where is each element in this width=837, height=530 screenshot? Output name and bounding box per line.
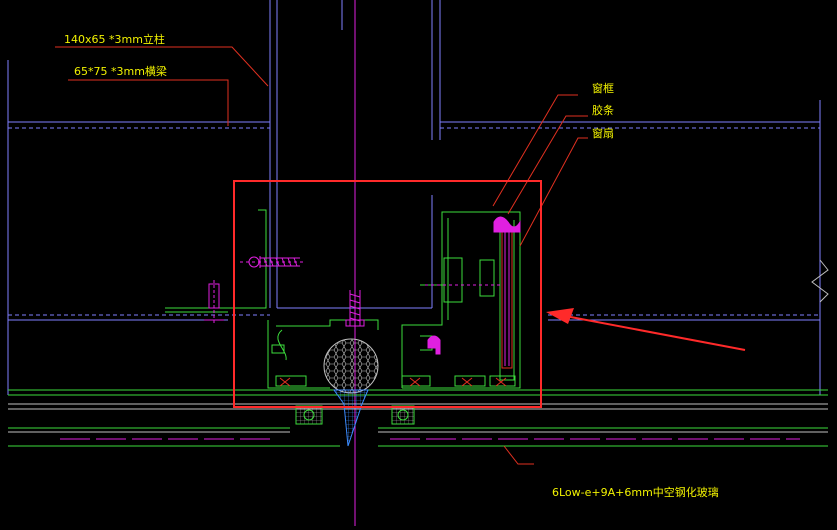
leader-lines — [55, 46, 588, 465]
pointer-arrow — [546, 308, 746, 351]
label-window-frame: 窗框 — [592, 82, 614, 95]
backer-rod — [295, 338, 415, 447]
break-line — [811, 259, 829, 303]
label-glass-spec: 6Low-e+9A+6mm中空钢化玻璃 — [552, 486, 719, 499]
slab-lines — [8, 389, 828, 447]
structure-lines — [7, 0, 821, 526]
label-mullion-spec: 140x65 *3mm立柱 — [64, 33, 165, 46]
glass-pane — [501, 229, 513, 369]
highlight-box — [233, 180, 542, 408]
gaskets — [427, 216, 521, 355]
label-gasket: 胶条 — [592, 104, 614, 117]
screws — [204, 256, 500, 327]
label-transom-spec: 65*75 *3mm横梁 — [74, 65, 167, 78]
label-window-sash: 窗扇 — [592, 127, 614, 140]
